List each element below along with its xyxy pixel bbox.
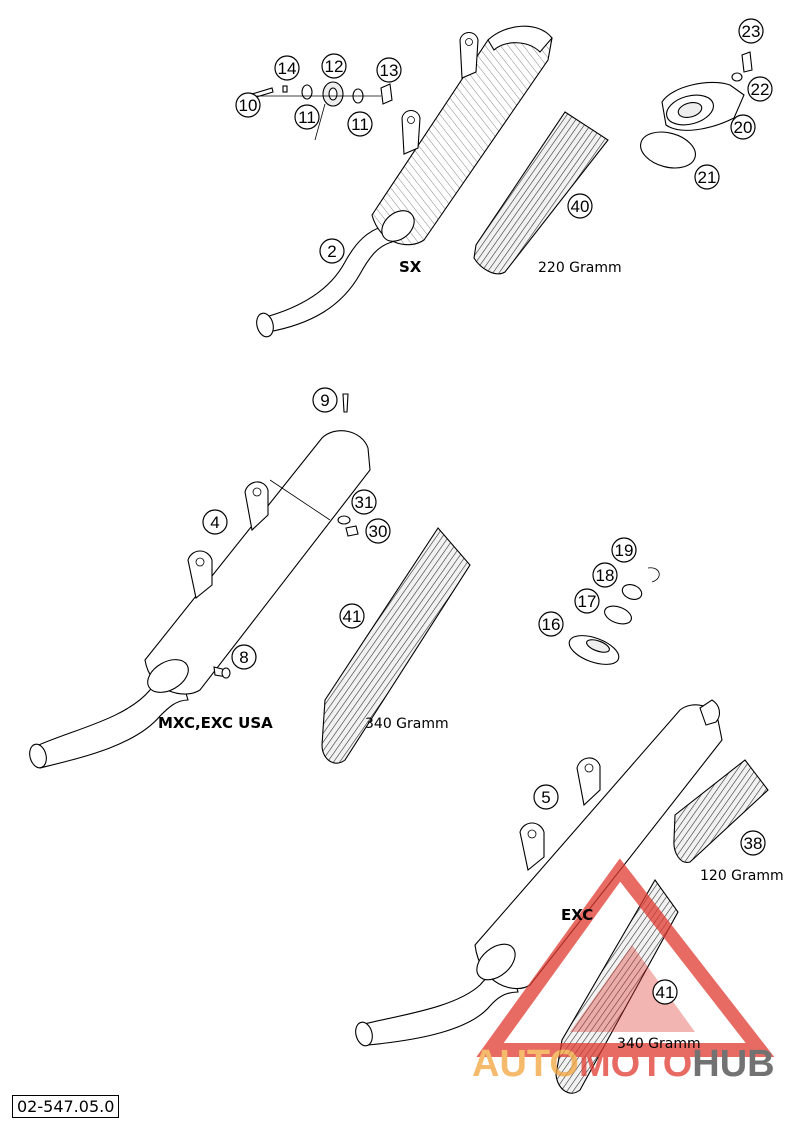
callout-16: 16 <box>538 611 564 637</box>
sx-mounting-hardware <box>251 81 393 141</box>
callout-38: 38 <box>740 830 766 856</box>
callout-4: 4 <box>202 509 228 535</box>
sx-silencer-packing <box>473 111 609 275</box>
callout-30: 30 <box>365 518 391 544</box>
svg-text:21: 21 <box>698 168 717 187</box>
svg-text:2: 2 <box>327 242 336 261</box>
svg-text:22: 22 <box>751 80 770 99</box>
callout-12: 12 <box>321 53 347 79</box>
callout-40: 40 <box>567 193 593 219</box>
mxc-exc-usa-silencer-part <box>29 393 371 769</box>
exc-silencer-part <box>355 699 723 1047</box>
exc-end-cap-parts <box>568 567 660 665</box>
callout-20: 20 <box>730 114 756 140</box>
callout-8: 8 <box>231 644 257 670</box>
callout-31: 31 <box>351 489 377 515</box>
callout-18: 18 <box>592 562 618 588</box>
svg-text:14: 14 <box>278 59 297 78</box>
svg-text:18: 18 <box>596 566 615 585</box>
label-sx: SX <box>399 258 422 276</box>
callout-10: 10 <box>235 92 261 118</box>
callout-19: 19 <box>611 537 637 563</box>
callout-11-left: 11 <box>294 104 320 130</box>
svg-text:13: 13 <box>380 61 399 80</box>
callout-23: 23 <box>738 18 764 44</box>
svg-text:AUTOMOTOHUB: AUTOMOTOHUB <box>472 1043 775 1085</box>
svg-text:31: 31 <box>355 493 374 512</box>
svg-text:11: 11 <box>351 115 369 134</box>
svg-text:17: 17 <box>578 592 597 611</box>
exc-silencer-packing <box>555 878 679 1094</box>
svg-text:19: 19 <box>615 541 634 560</box>
callout-41-bottom: 41 <box>652 979 678 1005</box>
svg-text:20: 20 <box>734 118 753 137</box>
callout-9: 9 <box>312 387 338 413</box>
watermark-text-hub: HUB <box>692 1043 774 1085</box>
svg-text:10: 10 <box>239 96 258 115</box>
callout-17: 17 <box>574 588 600 614</box>
callout-21: 21 <box>694 164 720 190</box>
label-weight-41-bottom: 340 Gramm <box>617 1036 701 1052</box>
callout-41-middle: 41 <box>339 603 365 629</box>
svg-text:5: 5 <box>541 788 550 807</box>
label-weight-40: 220 Gramm <box>538 260 622 276</box>
svg-text:4: 4 <box>210 513 219 532</box>
svg-text:30: 30 <box>369 522 388 541</box>
callout-2: 2 <box>319 238 345 264</box>
callout-11-right: 11 <box>347 111 373 137</box>
svg-text:8: 8 <box>239 648 248 667</box>
label-weight-38: 120 Gramm <box>700 868 784 884</box>
svg-text:9: 9 <box>320 391 329 410</box>
exc-packing-small <box>673 759 769 863</box>
sx-end-cap <box>640 51 753 169</box>
svg-text:38: 38 <box>744 834 763 853</box>
watermark-text-auto: AUTO <box>472 1043 579 1085</box>
svg-text:41: 41 <box>656 983 675 1002</box>
callout-13: 13 <box>376 57 402 83</box>
mxc-silencer-packing <box>321 527 471 764</box>
callout-5: 5 <box>533 784 559 810</box>
watermark-logo: AUTOMOTOHUB <box>472 858 775 1085</box>
svg-text:11: 11 <box>298 108 316 127</box>
document-number: 02-547.05.0 <box>12 1095 120 1118</box>
svg-text:12: 12 <box>325 57 344 76</box>
callout-14: 14 <box>274 55 300 81</box>
svg-text:41: 41 <box>343 607 362 626</box>
sx-silencer-part <box>256 25 553 338</box>
callout-22: 22 <box>747 76 773 102</box>
svg-text:23: 23 <box>742 22 761 41</box>
label-weight-41-middle: 340 Gramm <box>365 716 449 732</box>
label-mxc-exc-usa: MXC,EXC USA <box>158 714 273 732</box>
svg-text:16: 16 <box>542 615 561 634</box>
watermark-text-moto: MOTO <box>579 1043 692 1085</box>
label-exc: EXC <box>561 906 593 924</box>
svg-text:40: 40 <box>571 197 590 216</box>
